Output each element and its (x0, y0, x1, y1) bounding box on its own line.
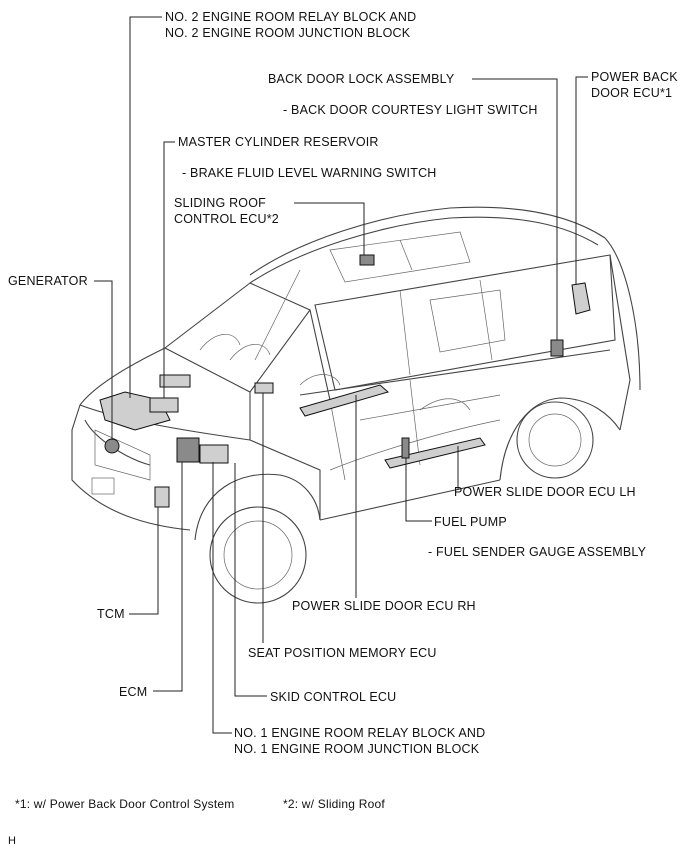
label-sliding-roof-line2: CONTROL ECU*2 (174, 212, 279, 226)
label-power-back-door-line1: POWER BACK (591, 70, 678, 84)
label-fuel-pump: FUEL PUMP (434, 515, 507, 529)
label-power-back-door-line2: DOOR ECU*1 (591, 86, 673, 100)
label-generator: GENERATOR (8, 274, 88, 288)
label-master-cylinder: MASTER CYLINDER RESERVOIR (178, 135, 379, 149)
label-brake-fluid-switch: - BRAKE FLUID LEVEL WARNING SWITCH (182, 166, 437, 180)
vehicle-outline (71, 206, 641, 604)
label-power-slide-door-lh: POWER SLIDE DOOR ECU LH (454, 485, 636, 499)
label-seat-position-memory: SEAT POSITION MEMORY ECU (248, 646, 437, 660)
label-sliding-roof-line1: SLIDING ROOF (174, 196, 266, 210)
footnote-1: *1: w/ Power Back Door Control System (15, 797, 235, 811)
label-ecm: ECM (119, 685, 148, 699)
label-back-door-courtesy: - BACK DOOR COURTESY LIGHT SWITCH (283, 103, 538, 117)
component-shapes (99, 254, 591, 508)
label-power-slide-door-rh: POWER SLIDE DOOR ECU RH (292, 599, 476, 613)
label-fuel-sender: - FUEL SENDER GAUGE ASSEMBLY (428, 545, 647, 559)
label-relay-block-2-line2: NO. 2 ENGINE ROOM JUNCTION BLOCK (165, 26, 411, 40)
label-tcm: TCM (97, 607, 125, 621)
label-relay-block-2-line1: NO. 2 ENGINE ROOM RELAY BLOCK AND (165, 10, 417, 24)
leader-lines (94, 16, 588, 734)
label-skid-control: SKID CONTROL ECU (270, 690, 397, 704)
footnote-2: *2: w/ Sliding Roof (283, 797, 385, 811)
figure-code: H (8, 835, 17, 847)
label-relay-block-1-line2: NO. 1 ENGINE ROOM JUNCTION BLOCK (234, 742, 480, 756)
label-back-door-lock: BACK DOOR LOCK ASSEMBLY (268, 72, 455, 86)
label-relay-block-1-line1: NO. 1 ENGINE ROOM RELAY BLOCK AND (234, 726, 486, 740)
